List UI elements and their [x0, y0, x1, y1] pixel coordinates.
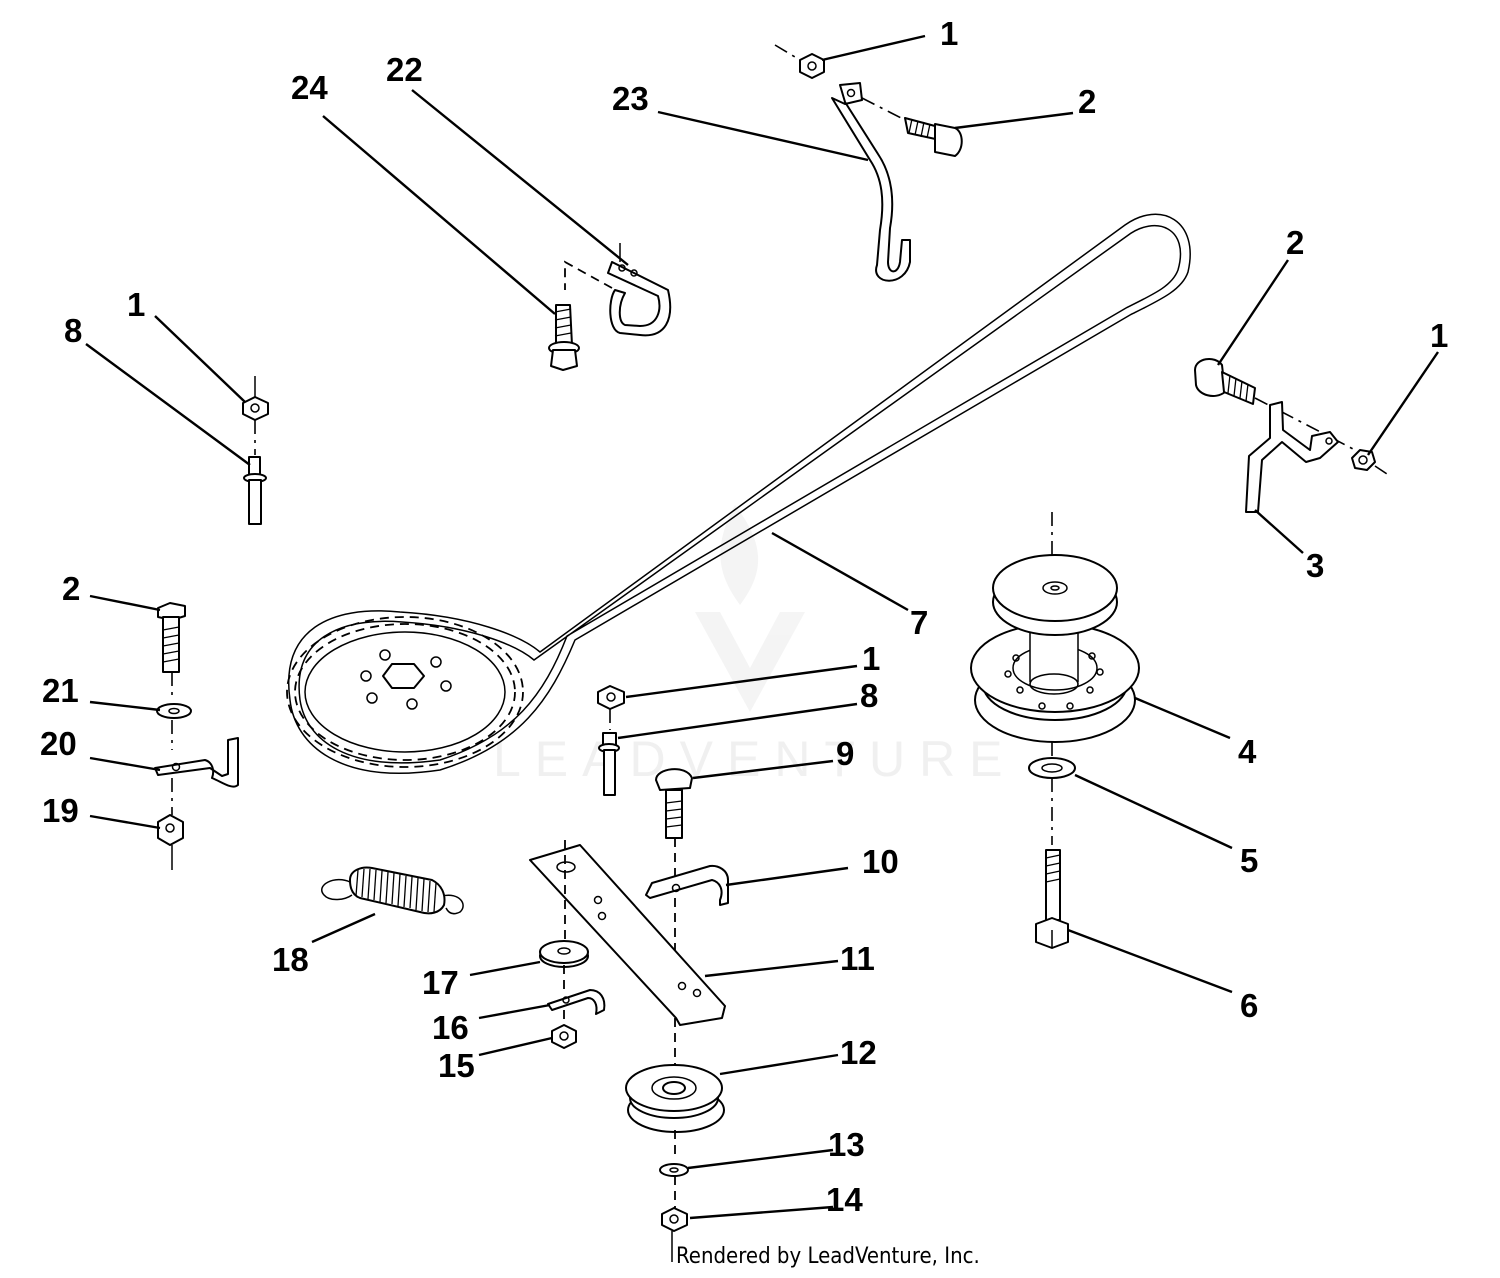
callout-12: 12 [840, 1034, 877, 1071]
callout-8-left: 8 [64, 312, 82, 349]
hex-nut-center [597, 685, 625, 710]
callout-16: 16 [432, 1009, 469, 1046]
bolt-right [1194, 358, 1256, 405]
drive-belt [286, 213, 1191, 774]
lock-washer-5 [1028, 757, 1076, 779]
carriage-bolt-9 [655, 768, 693, 839]
hex-nut-15 [551, 1024, 577, 1049]
bracket-20 [154, 737, 239, 788]
callout-24: 24 [291, 69, 328, 106]
watermark-text: LEADVENTURE [493, 731, 1017, 787]
callout-20: 20 [40, 725, 77, 762]
hex-bolt-left [157, 602, 186, 673]
callout-13: 13 [828, 1126, 865, 1163]
rendered-by-credit: Rendered by LeadVenture, Inc. [676, 1244, 980, 1269]
callout-7: 7 [910, 604, 928, 641]
callout-18: 18 [272, 941, 309, 978]
callout-4: 4 [1238, 733, 1257, 770]
hex-nut-left [242, 396, 269, 421]
stud-center [598, 732, 620, 796]
bolt-top [904, 117, 963, 157]
bracket-16 [547, 989, 606, 1015]
bracket-3 [1245, 401, 1339, 513]
hex-nut-14 [661, 1207, 688, 1232]
callout-2-right: 2 [1286, 224, 1304, 261]
idler-arm-11 [529, 844, 726, 1026]
callout-2-top: 2 [1078, 83, 1096, 120]
callout-1-right: 1 [1430, 317, 1448, 354]
hex-nut-top [799, 53, 825, 79]
callout-11: 11 [840, 940, 875, 977]
callout-10: 10 [862, 843, 899, 880]
hex-nut-right [1351, 449, 1376, 471]
screw-24 [548, 304, 580, 371]
leader-lines [85, 34, 1439, 1220]
washer-13 [659, 1163, 689, 1177]
callout-23: 23 [612, 80, 649, 117]
lock-nut-19 [157, 814, 184, 846]
hex-bolt-6 [1035, 849, 1069, 949]
washer-21 [156, 703, 192, 719]
engine-pulley-4 [970, 554, 1140, 743]
belt-guide-23 [831, 82, 911, 282]
callout-6: 6 [1240, 987, 1258, 1024]
callout-22: 22 [386, 51, 423, 88]
callout-15: 15 [438, 1047, 475, 1084]
callout-21: 21 [42, 672, 79, 709]
callout-17: 17 [422, 964, 459, 1001]
bracket-10 [645, 864, 729, 906]
callout-3: 3 [1306, 547, 1324, 584]
callout-1-left: 1 [127, 286, 145, 323]
leadventure-watermark: LEADVENTURE [493, 505, 1017, 787]
callout-2-left: 2 [62, 570, 80, 607]
callout-14: 14 [826, 1181, 863, 1218]
callout-9: 9 [836, 735, 854, 772]
callout-5: 5 [1240, 842, 1258, 879]
stud-left [243, 456, 267, 525]
callout-labels: 1 2 23 22 24 2 1 3 1 8 7 2 21 20 19 1 8 … [40, 15, 1448, 1218]
callout-19: 19 [42, 792, 79, 829]
callout-1-top: 1 [940, 15, 958, 52]
extension-spring-18 [321, 866, 464, 915]
callout-1-center: 1 [862, 640, 880, 677]
strap-bracket-22 [607, 243, 672, 337]
idler-pulley-12 [625, 1064, 725, 1133]
callout-8-center: 8 [860, 677, 878, 714]
spacer-17 [539, 940, 589, 968]
